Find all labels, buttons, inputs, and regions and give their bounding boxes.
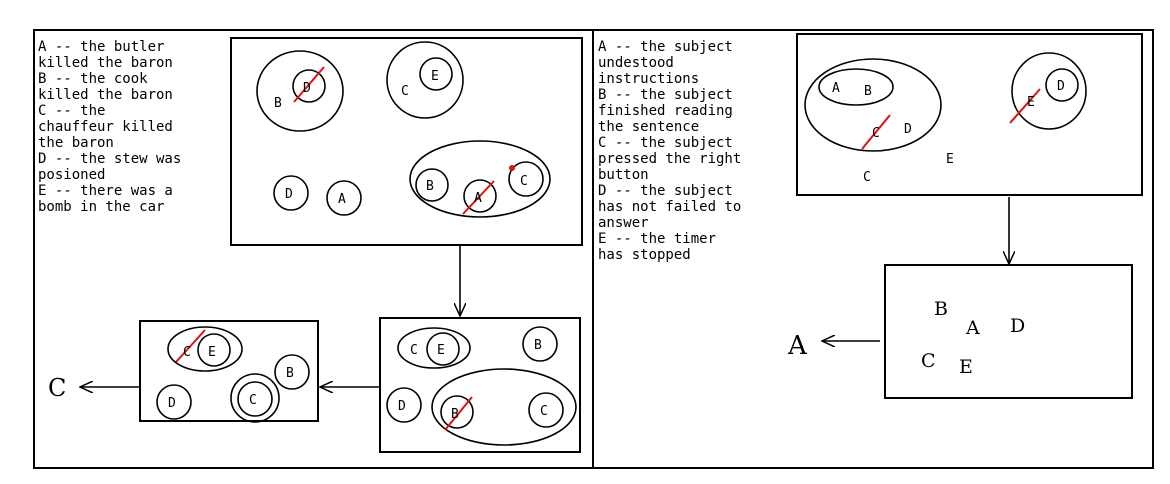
right-box-1-cut-c — [861, 114, 891, 150]
left-box-2-label-c: C — [410, 343, 418, 358]
left-box-3-frame — [139, 320, 319, 422]
left-box-3-circle-c2 — [237, 381, 273, 417]
left-box-2-circle-b — [522, 326, 558, 362]
left-box-3-circle-e — [197, 333, 231, 367]
left-result: C — [48, 374, 66, 402]
right-box-1-label-e: E — [1027, 95, 1035, 110]
left-panel: A -- the butler killed the baron B -- th… — [38, 37, 583, 453]
left-box-1-group-bd — [256, 50, 344, 132]
left-box-2-label-b2: B — [451, 407, 459, 422]
left-box-2-circle-c2 — [528, 392, 564, 428]
left-box-1-circle-d2 — [273, 175, 309, 211]
left-box-1-group-ce — [386, 41, 464, 119]
left-box-2-label-e: E — [437, 343, 445, 358]
right-box-2-label-b: B — [934, 298, 948, 320]
left-box-1: B D C E D A B A C — [230, 37, 583, 246]
left-box-3-label-b: B — [286, 366, 294, 381]
right-box-1-label-d: D — [904, 122, 912, 137]
right-result: A — [787, 331, 808, 361]
left-box-3-circle-d — [156, 384, 192, 420]
right-box-1-label-c2: C — [863, 170, 871, 185]
right-box-2-label-a: A — [965, 317, 980, 339]
left-box-3-cut-c — [175, 329, 206, 363]
left-box-2-label-b: B — [534, 338, 542, 353]
right-box-2-label-c: C — [921, 350, 936, 372]
left-box-2-circle-b2 — [440, 395, 474, 429]
left-box-3-circle-b — [274, 354, 310, 390]
left-box-1-label-b2: B — [426, 179, 434, 194]
left-box-2-cut-b — [444, 396, 473, 431]
left-box-1-cut-a — [462, 180, 495, 215]
left-box-2-frame — [379, 317, 581, 453]
left-box-1-circle-a2 — [463, 179, 497, 213]
right-box-1-cut-e — [1009, 88, 1041, 124]
left-box-3-label-e: E — [208, 345, 216, 360]
right-box-1-label-d2: D — [1057, 79, 1065, 94]
left-box-2-circle-e — [426, 332, 460, 366]
left-box-1-circle-d — [292, 69, 326, 103]
left-box-1-dot — [509, 165, 515, 171]
right-panel: A -- the subject undestood instructions … — [598, 33, 1143, 399]
left-box-1-label-d: D — [303, 81, 311, 96]
right-box-1-group-abcd — [804, 58, 942, 152]
right-box-1-label-e2: E — [946, 152, 954, 167]
left-box-3-group-c — [230, 373, 280, 423]
right-box-2-frame — [884, 264, 1133, 399]
right-box-1-label-a: A — [832, 81, 840, 96]
left-legend: A -- the butler killed the baron B -- th… — [38, 39, 190, 215]
right-legend: A -- the subject undestood instructions … — [598, 39, 750, 263]
left-box-3-group-ce — [167, 326, 243, 372]
left-box-1-label-a2: A — [474, 191, 482, 206]
left-box-1-label-b: B — [274, 96, 282, 111]
left-box-2-group-bc — [431, 368, 577, 446]
right-box-2-label-d: D — [1010, 315, 1025, 337]
right-box-1: A B C D D E E C — [796, 33, 1143, 196]
left-box-1-label-e: E — [431, 69, 439, 84]
right-box-1-group-ab — [818, 68, 894, 106]
left-box-1-circle-b2 — [415, 168, 449, 202]
right-box-1-label-b: B — [864, 84, 872, 99]
right-box-1-circle-d — [1045, 68, 1079, 102]
left-box-1-label-c: C — [401, 84, 409, 99]
left-box-1-label-d2: D — [285, 187, 293, 202]
left-box-3: C E B D C — [139, 320, 319, 423]
left-box-1-circle-e — [419, 57, 453, 91]
left-box-1-circle-a — [326, 180, 362, 216]
right-box-1-label-c: C — [872, 126, 880, 141]
left-box-2-group-ce — [397, 327, 471, 369]
left-box-2-circle-d — [386, 387, 422, 423]
left-box-1-cut-d — [293, 66, 325, 103]
left-box-1-group-bac — [409, 140, 551, 218]
left-box-3-label-c: C — [183, 345, 191, 360]
left-box-1-label-c2: C — [520, 174, 528, 189]
right-box-1-frame — [796, 33, 1143, 196]
left-box-2-label-c2: C — [540, 404, 548, 419]
left-box-1-label-a: A — [338, 192, 346, 207]
right-box-1-group-ed — [1011, 52, 1087, 130]
right-box-2: B A D C E — [884, 264, 1133, 399]
left-box-2-label-d: D — [398, 399, 406, 414]
right-box-2-label-e: E — [959, 356, 973, 378]
left-box-1-frame — [230, 37, 583, 246]
left-box-2: C E B D B C — [379, 317, 581, 453]
left-box-3-label-c2: C — [249, 393, 257, 408]
left-box-1-circle-c2 — [508, 161, 544, 197]
left-box-3-label-d: D — [168, 396, 176, 411]
